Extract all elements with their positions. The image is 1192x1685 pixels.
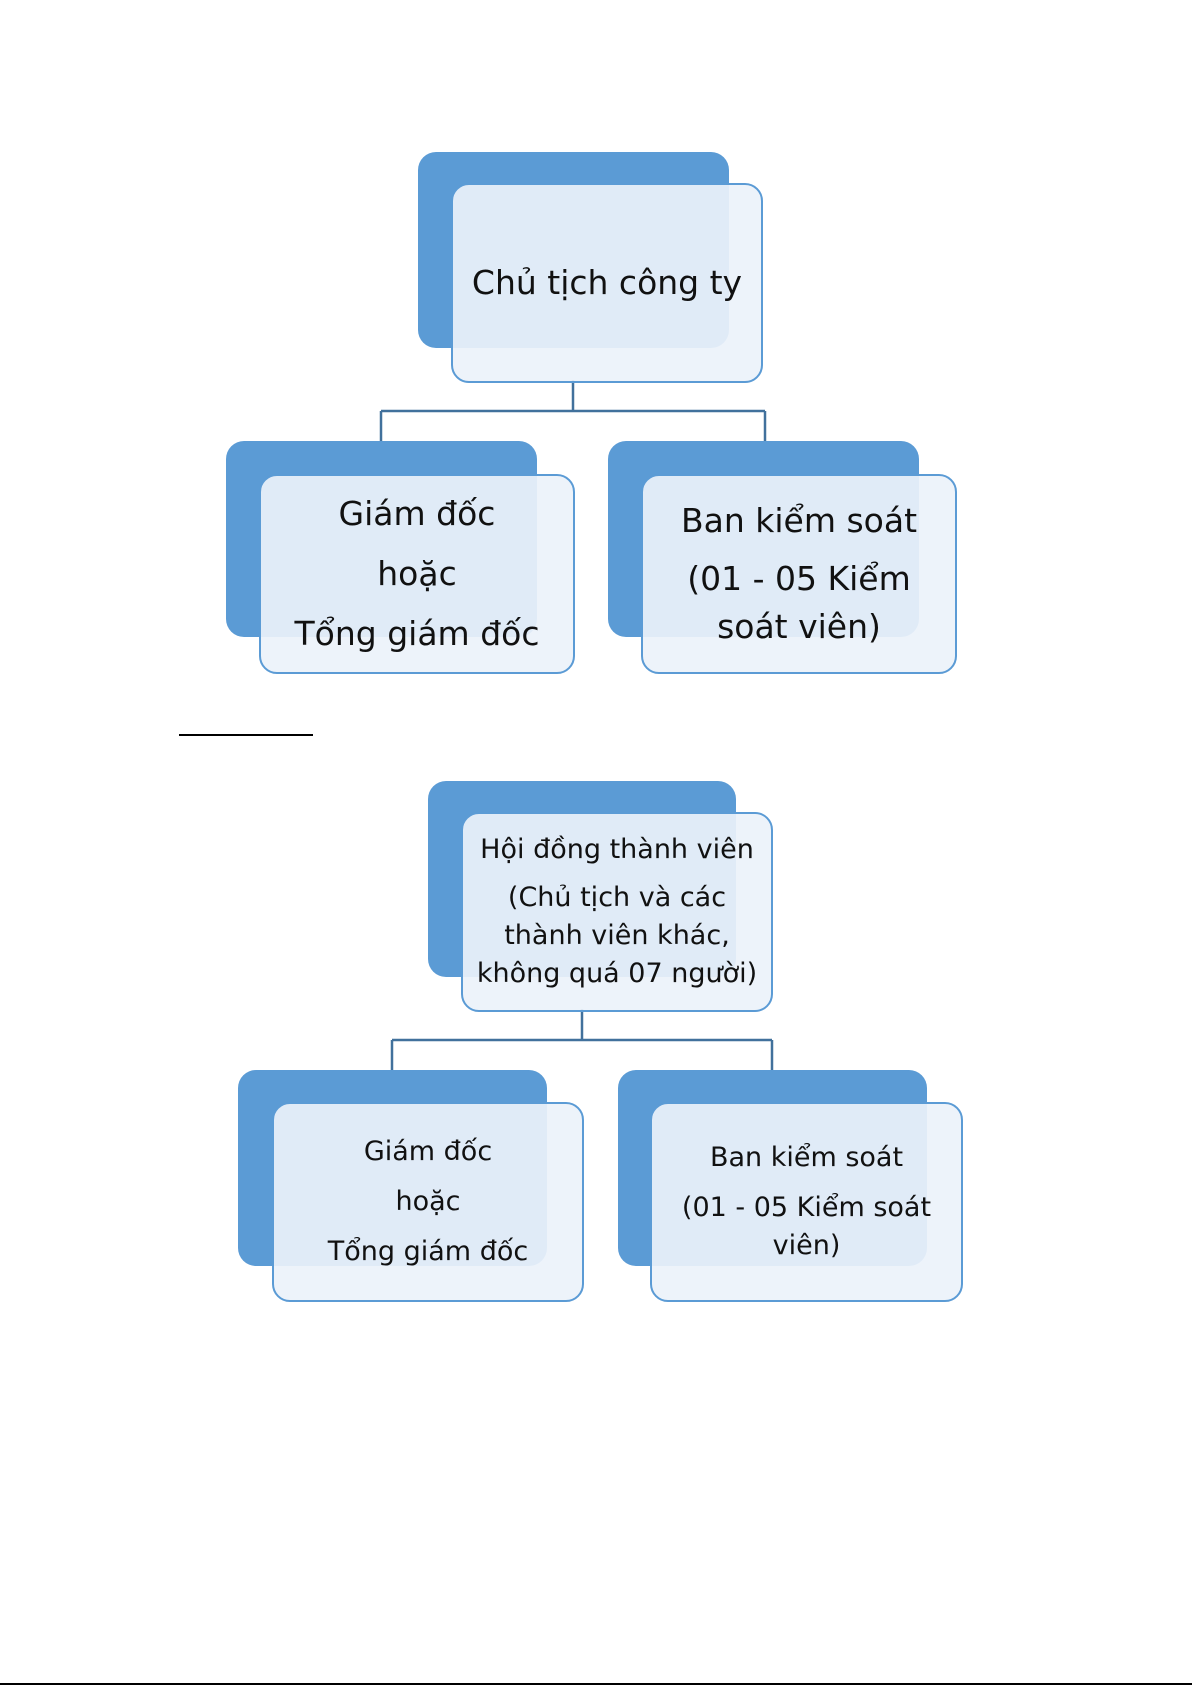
node-box: Ban kiểm soát (01 - 05 Kiểm soát viên) [641,474,957,674]
node-text-line: Tổng giám đốc [295,604,540,664]
separator-rule [179,734,313,736]
node-text-line: Ban kiểm soát [710,1139,903,1177]
node-text-line: Giám đốc [364,1127,492,1177]
node-text-line: Ban kiểm soát [681,497,917,545]
node-text-line: không quá 07 người) [477,955,757,993]
node-box: Chủ tịch công ty [451,183,763,383]
node-text-line: hoặc [377,544,456,604]
node-text-line: hoặc [395,1177,460,1227]
node-text-line: (Chủ tịch và các [508,879,726,917]
node-text-line: (01 - 05 Kiểm soát [682,1189,931,1227]
node-text-line: Giám đốc [339,484,496,544]
node-text-line: viên) [773,1227,841,1265]
node-text-line: Tổng giám đốc [328,1227,528,1277]
node-text-line: Chủ tịch công ty [472,261,742,305]
node-text-line: thành viên khác, [504,917,730,955]
node-box: Hội đồng thành viên (Chủ tịch và các thà… [461,812,773,1012]
node-text-line: Hội đồng thành viên [480,831,754,869]
node-text-line: (01 - 05 Kiểm [687,555,911,603]
node-text-line: soát viên) [717,603,881,651]
node-box: Ban kiểm soát (01 - 05 Kiểm soát viên) [650,1102,963,1302]
node-box: Giám đốc hoặc Tổng giám đốc [272,1102,584,1302]
node-box: Giám đốc hoặc Tổng giám đốc [259,474,575,674]
